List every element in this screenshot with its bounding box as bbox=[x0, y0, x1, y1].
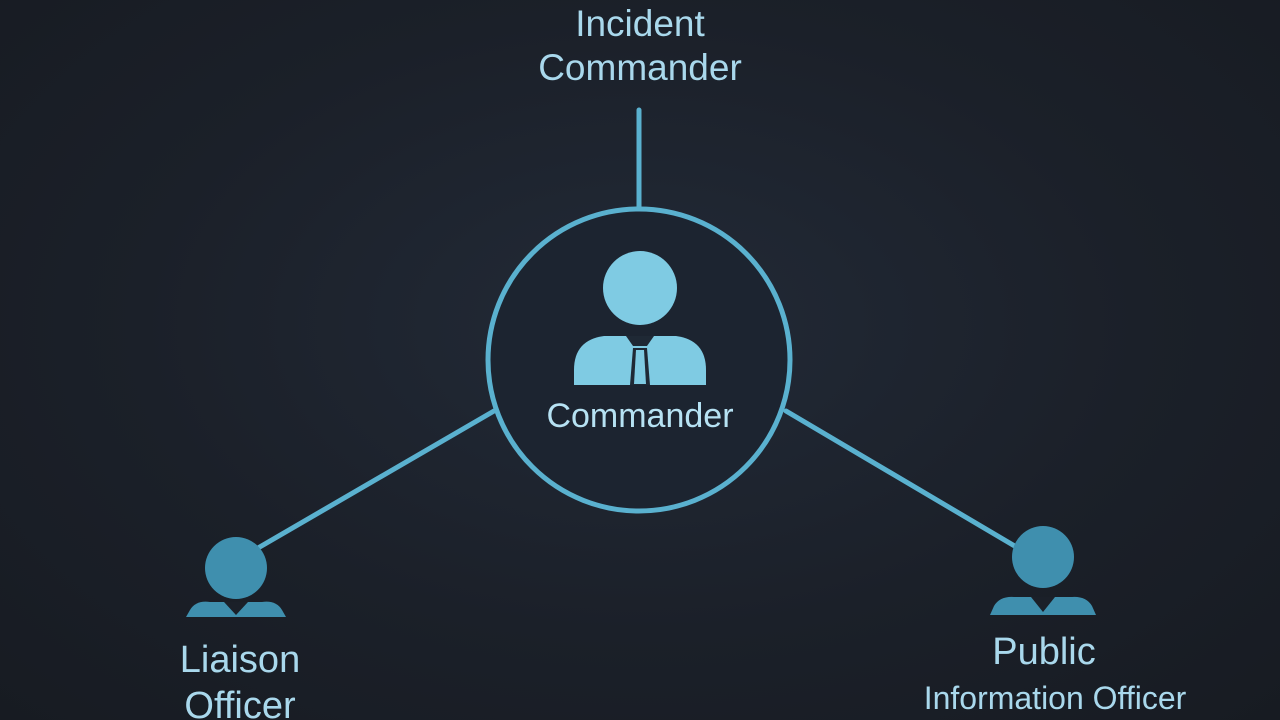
liaison-officer-line1: Liaison bbox=[179, 639, 301, 681]
connector-right bbox=[783, 408, 1021, 551]
public-info-person-icon bbox=[990, 526, 1096, 615]
public-info-officer-line2: Information Officer bbox=[923, 680, 1187, 716]
incident-commander-line1: Incident bbox=[575, 3, 705, 44]
connector-left bbox=[255, 408, 497, 551]
incident-commander-label: Incident Commander bbox=[440, 2, 840, 91]
liaison-officer-line2: Officer bbox=[184, 684, 296, 720]
incident-commander-line2: Commander bbox=[538, 47, 742, 89]
center-node-label: Commander bbox=[546, 397, 734, 435]
liaison-person-icon bbox=[186, 537, 286, 617]
person-with-tie-icon bbox=[574, 251, 706, 385]
liaison-officer-label: Liaison Officer bbox=[90, 638, 390, 720]
public-info-officer-line1: Public bbox=[992, 631, 1096, 673]
